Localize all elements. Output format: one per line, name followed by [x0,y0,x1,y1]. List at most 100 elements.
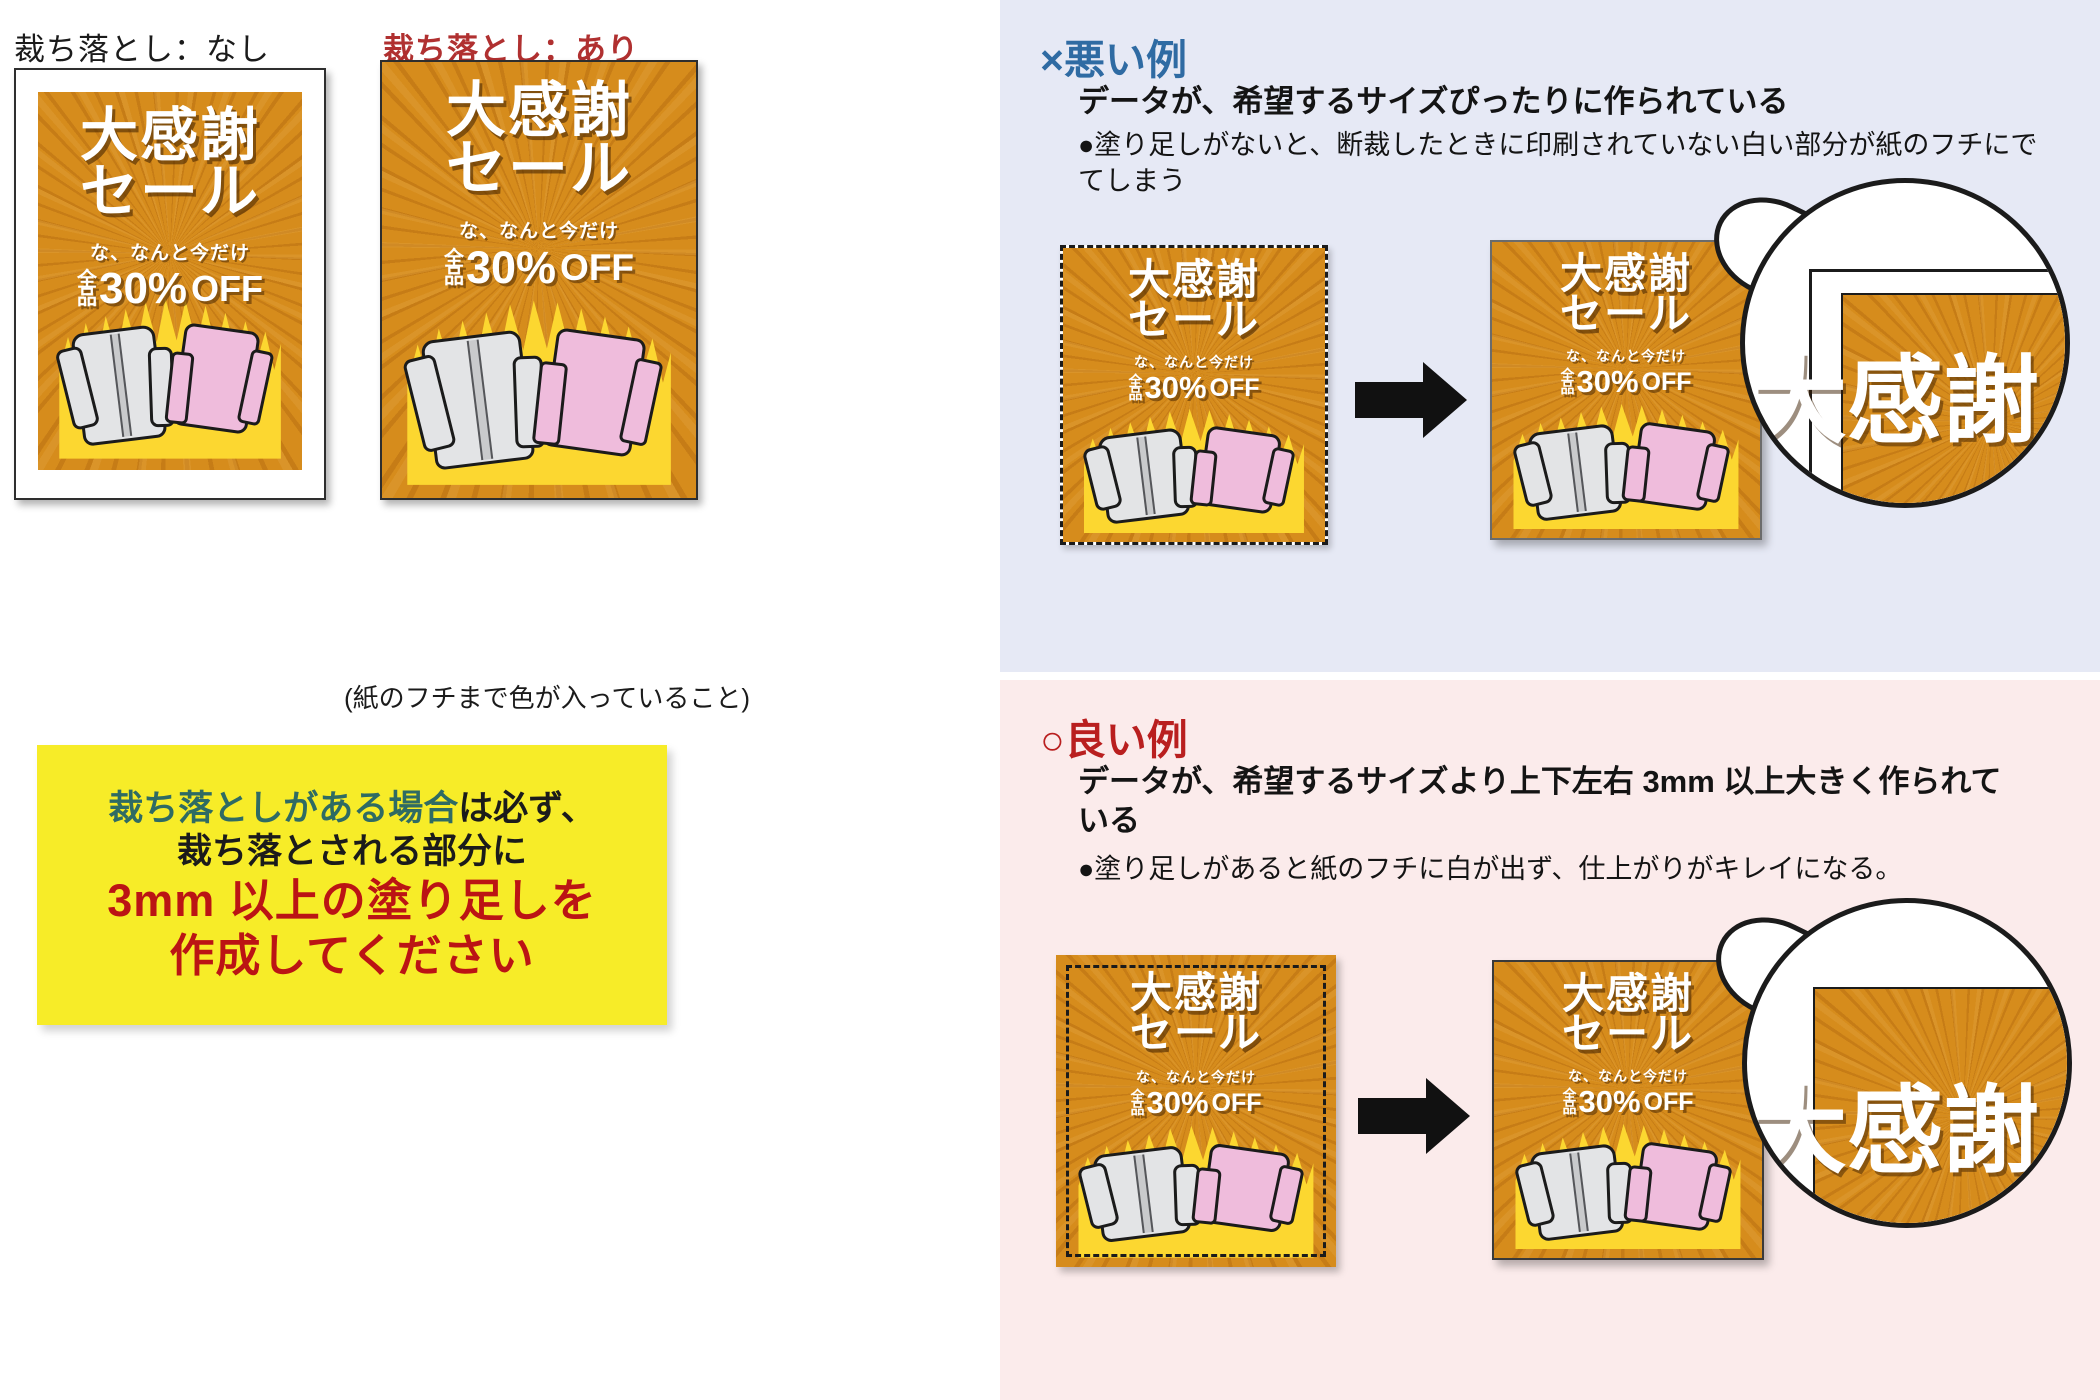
poster-subtitle: な、なんと今だけ [1134,354,1254,370]
zenpin-zen: 全 [1562,1087,1577,1104]
panel-bad-bullet: ●塗り足しがないと、断裁したときに印刷されていない白い部分が紙のフチにでてしまう [1078,130,2038,196]
arrow-body [1355,382,1425,418]
poster-subtitle: な、なんと今だけ [1136,1069,1256,1085]
poster-title: 大感謝 セール [1063,256,1325,344]
discount-value: 30% [98,264,188,313]
zenpin-zen: 全 [1560,367,1575,384]
zenpin-pin: 品 [1560,380,1575,396]
poster-title: 大感謝 セール [1056,969,1336,1057]
zoomed-title-fragment: 大感謝 [1751,348,2039,455]
callout-line-4: 作成してください [169,930,535,982]
poster-title-line1: 大感謝 [446,77,632,144]
zenpin-pin: 品 [1562,1100,1577,1116]
good-data-with-bleed: 大感謝 セール な、なんと今だけ 全 品 30% OFF [1056,955,1336,1267]
panel-good-example: ○良い例 データが、希望するサイズより上下左右 3mm 以上大きく作られている … [1000,680,2100,1400]
poster-discount-row: 全 品 30% OFF [382,242,696,294]
zoomed-printed-area [1813,987,2067,1223]
zenpin-stack: 全 品 [443,247,464,288]
good-trim-dashed-line [1066,965,1326,1257]
clothes-illustration [54,319,275,448]
discount-value: 30% [1578,1084,1641,1119]
panel-good-bullet: ●塗り足しがあると紙のフチに白が出ず、仕上がりがキレイになる。 [1078,854,1903,884]
poster-discount-row: 全 品 30% OFF [1056,1085,1336,1121]
magnifier-content: 大感謝 [1745,183,2065,503]
right-arrow-icon [1358,1078,1470,1154]
discount-off: OFF [1643,1087,1694,1116]
zoomed-title-fragment: 大感謝 [1751,1078,2039,1185]
arrow-body [1358,1098,1428,1134]
arrow-head [1423,362,1467,438]
bad-printed-poster: 大感謝 セール な、なんと今だけ 全 品 30% OFF [1492,242,1760,538]
callout-line-3: 3mm 以上の塗り足しを [107,875,597,927]
good-printed-poster: 大感謝 セール な、なんと今だけ 全 品 30% OFF [1494,962,1762,1258]
poster-title-line1: 大感謝 [1559,250,1692,297]
callout-line-1-rest: は必ず、 [458,788,596,828]
clothes-illustration [402,324,664,472]
zenpin-pin: 品 [443,266,464,288]
poster-subtitle: な、なんと今だけ [89,243,250,264]
poster-with-bleed-frame: 大感謝 セール な、なんと今だけ 全 品 30% OFF [380,60,698,500]
zenpin-zen: 全 [1128,373,1143,390]
zenpin-zen: 全 [443,247,464,270]
poster-title-line2: セール [79,158,260,224]
bad-printed-sheet: 大感謝 セール な、なんと今だけ 全 品 30% OFF [1490,240,1762,540]
poster-discount-row: 全 品 30% OFF [1063,370,1325,406]
zenpin-stack: 全 品 [1130,1088,1145,1117]
zenpin-pin: 品 [76,287,97,309]
ray-burst-overlay [1843,295,2065,503]
magnifier-icon: 大感謝 [1740,178,2070,508]
poster-title-line1: 大感謝 [1129,969,1262,1016]
discount-off: OFF [560,247,635,288]
poster-title-line1: 大感謝 [1561,970,1694,1017]
panel-bad-heading: ×悪い例 [1040,37,1187,83]
clothes-illustration [1513,1140,1735,1242]
poster-subtitle: な、なんと今だけ [1566,348,1686,364]
zenpin-pin: 品 [1130,1101,1145,1117]
zenpin-pin: 品 [1128,386,1143,402]
bad-data-dashed-boundary: 大感謝 セール な、なんと今だけ 全 品 30% OFF [1060,245,1328,545]
magnifier-content: 大感謝 [1747,903,2067,1223]
zenpin-zen: 全 [1130,1088,1145,1105]
poster-title-line2: セール [446,134,632,202]
poster-artwork-no-bleed: 大感謝 セール な、なんと今だけ 全 品 30% OFF [38,92,302,470]
poster-title-line2: セール [1559,290,1692,338]
zoomed-printed-area [1841,293,2065,503]
panel-bad-example: ×悪い例 データが、希望するサイズぴったりに作られている ●塗り足しがないと、断… [1000,0,2100,672]
poster-title-line1: 大感謝 [79,103,260,168]
right-arrow-icon [1355,362,1467,438]
poster-title-line1: 大感謝 [1127,256,1260,303]
callout-line-2: 裁ち落とされる部分に [176,831,527,871]
poster-artwork-with-bleed: 大感謝 セール な、なんと今だけ 全 品 30% OFF [382,62,696,498]
callout-line-1: 裁ち落としがある場合は必ず、 [108,788,596,829]
discount-off: OFF [1211,1088,1262,1117]
discount-value: 30% [1146,1085,1209,1120]
bad-mini-poster: 大感謝 セール な、なんと今だけ 全 品 30% OFF [1063,248,1325,542]
zenpin-stack: 全 品 [1562,1087,1577,1116]
ray-burst-overlay [1815,989,2067,1223]
zenpin-zen: 全 [76,268,97,291]
poster-title-line2: セール [1129,1009,1262,1057]
good-mini-poster: 大感謝 セール な、なんと今だけ 全 品 30% OFF [1056,955,1336,1267]
zenpin-stack: 全 品 [76,268,97,309]
zenpin-stack: 全 品 [1560,367,1575,396]
poster-title-line2: セール [1127,296,1260,344]
left-column: 裁ち落とし：なし 裁ち落とし：あり 大感謝 セール な、なんと今だけ 全 品 [0,0,1000,1400]
poster-title: 大感謝 セール [1492,250,1760,338]
poster-subtitle: な、なんと今だけ [458,221,619,242]
good-printed-sheet: 大感謝 セール な、なんと今だけ 全 品 30% OFF [1492,960,1764,1260]
ray-burst-background [1815,989,2067,1223]
clothes-illustration [1081,424,1299,526]
panel-good-lead: データが、希望するサイズより上下左右 3mm 以上大きく作られている [1078,764,2002,839]
poster-title: 大感謝 セール [382,77,696,202]
discount-off: OFF [191,268,264,309]
discount-value: 30% [1576,364,1639,399]
poster-discount-row: 全 品 30% OFF [1492,364,1760,400]
callout-line-1-highlight: 裁ち落としがある場合 [108,788,459,828]
discount-value: 30% [465,242,557,293]
clothes-illustration [1511,420,1733,522]
poster-title: 大感謝 セール [38,103,302,224]
discount-off: OFF [1641,367,1692,396]
poster-title-line2: セール [1561,1010,1694,1058]
poster-no-bleed-frame: 大感謝 セール な、なんと今だけ 全 品 30% OFF [14,68,326,500]
